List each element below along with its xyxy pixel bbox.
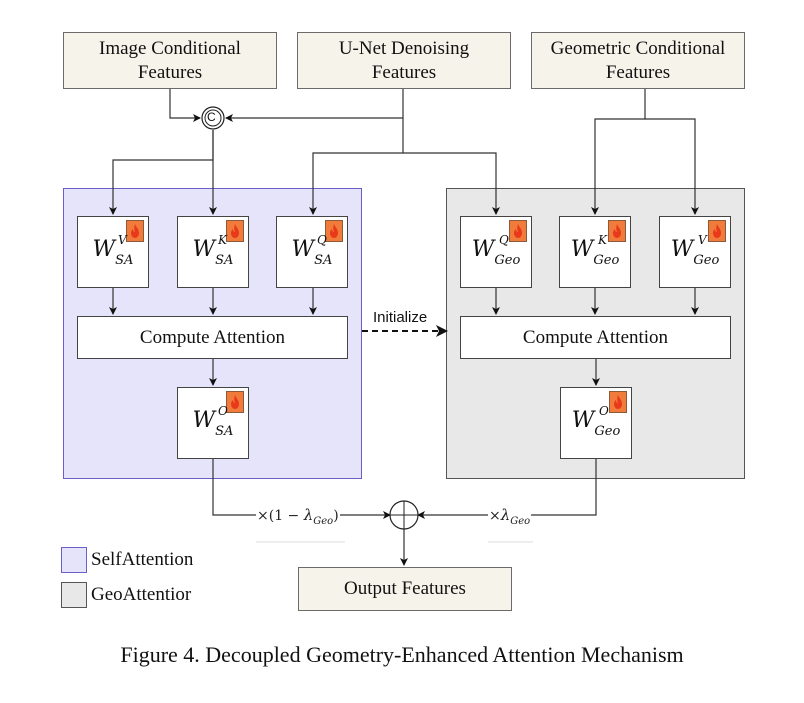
image-conditional-features-label: Image Conditional Features: [99, 37, 241, 83]
fire-icon: [226, 391, 244, 413]
geo-compute-attention-box: Compute Attention: [460, 316, 731, 359]
unet-denoising-features-box: U-Net Denoising Features: [297, 32, 511, 89]
sa-compute-attention-box: Compute Attention: [77, 316, 348, 359]
fire-icon: [509, 220, 527, 242]
sum-operator: [389, 500, 419, 530]
fire-icon: [126, 220, 144, 242]
unet-denoising-features-label: U-Net Denoising Features: [338, 37, 470, 83]
output-features-box: Output Features: [298, 567, 512, 611]
fire-icon: [608, 220, 626, 242]
figure-caption: Figure 4. Decoupled Geometry-Enhanced At…: [120, 642, 684, 667]
wire-concat-to-sa-v: [109, 130, 214, 215]
legend-swatch-self-attention: [61, 547, 87, 573]
concat-symbol: C: [207, 110, 216, 124]
fire-icon: [226, 220, 244, 242]
geo-compute-attention-label: Compute Attention: [522, 326, 669, 348]
legend-label-self-attention: SelfAttention: [91, 549, 194, 570]
sa-weight-factor: ×(1 − λGeo): [256, 506, 340, 527]
wire-geo-to-sum: [417, 459, 597, 519]
legend-label-geo-attention: GeoAttentior: [91, 584, 192, 605]
wire-unet-to-concat: [225, 89, 404, 122]
concat-operator: [201, 106, 225, 130]
geo-weight-factor: ×λGeo: [488, 506, 532, 527]
geometric-conditional-features-box: Geometric Conditional Features: [531, 32, 745, 89]
wire-geo-to-geo-k: [591, 89, 646, 215]
wire-geo-to-geo-v: [645, 118, 699, 215]
fire-icon: [609, 391, 627, 413]
fire-icon: [325, 220, 343, 242]
output-features-label: Output Features: [344, 578, 466, 599]
wire-unet-to-sa-q: [309, 118, 404, 215]
wire-unet-to-geo-q: [403, 152, 500, 215]
sa-compute-attention-label: Compute Attention: [139, 326, 286, 348]
wire-image-to-concat: [169, 89, 201, 122]
initialize-label: Initialize: [373, 309, 428, 326]
fire-icon: [708, 220, 726, 242]
geometric-conditional-features-label: Geometric Conditional Features: [550, 37, 726, 83]
legend-swatch-geo-attention: [61, 582, 87, 608]
image-conditional-features-box: Image Conditional Features: [63, 32, 277, 89]
